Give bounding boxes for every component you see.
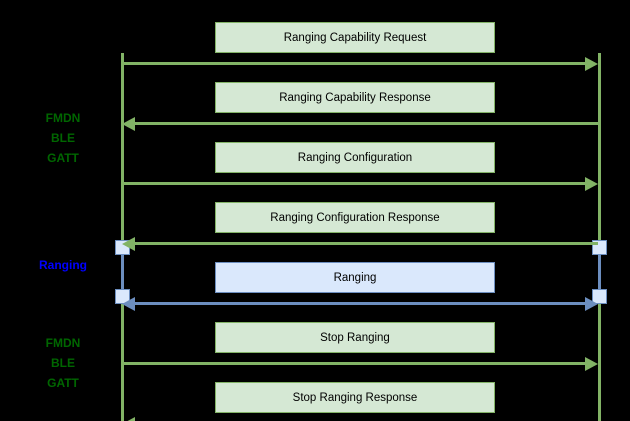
arrow-head-right-0	[585, 57, 598, 71]
arrow-head-right-4	[585, 297, 598, 311]
message-box-3: Ranging Configuration Response	[215, 202, 495, 233]
message-box-5: Stop Ranging	[215, 322, 495, 353]
message-box-2: Ranging Configuration	[215, 142, 495, 173]
lifeline-right	[598, 53, 601, 421]
arrow-head-left-1	[122, 117, 135, 131]
phase-label-fmdn-ble-gatt-bottom: FMDN BLE GATT	[45, 336, 81, 390]
activation-bar-right	[598, 248, 601, 296]
message-label: Ranging Capability Response	[279, 91, 431, 104]
phase-label-ranging: Ranging	[39, 258, 87, 272]
arrow-line-1	[135, 122, 598, 125]
arrow-head-right-5	[585, 357, 598, 371]
message-label: Stop Ranging Response	[292, 391, 418, 404]
arrow-head-left-6	[122, 417, 135, 421]
message-label: Ranging Configuration	[297, 151, 413, 164]
arrow-head-left-3	[122, 237, 135, 251]
message-label: Ranging Capability Request	[283, 31, 427, 44]
message-box-1: Ranging Capability Response	[215, 82, 495, 113]
message-box-4: Ranging	[215, 262, 495, 293]
activation-bar-left	[121, 248, 124, 296]
message-label: Stop Ranging	[320, 331, 390, 344]
message-label: Ranging Configuration Response	[270, 211, 440, 224]
arrow-line-3	[135, 242, 598, 245]
arrow-head-left-4	[122, 297, 135, 311]
phase-label-fmdn-ble-gatt-top: FMDN BLE GATT	[45, 111, 81, 165]
message-box-0: Ranging Capability Request	[215, 22, 495, 53]
arrow-head-right-2	[585, 177, 598, 191]
arrow-line-0	[122, 62, 585, 65]
arrow-line-2	[122, 182, 585, 185]
message-label: Ranging	[333, 271, 377, 284]
arrow-line-4	[135, 302, 585, 305]
message-box-6: Stop Ranging Response	[215, 382, 495, 413]
arrow-line-5	[122, 362, 585, 365]
